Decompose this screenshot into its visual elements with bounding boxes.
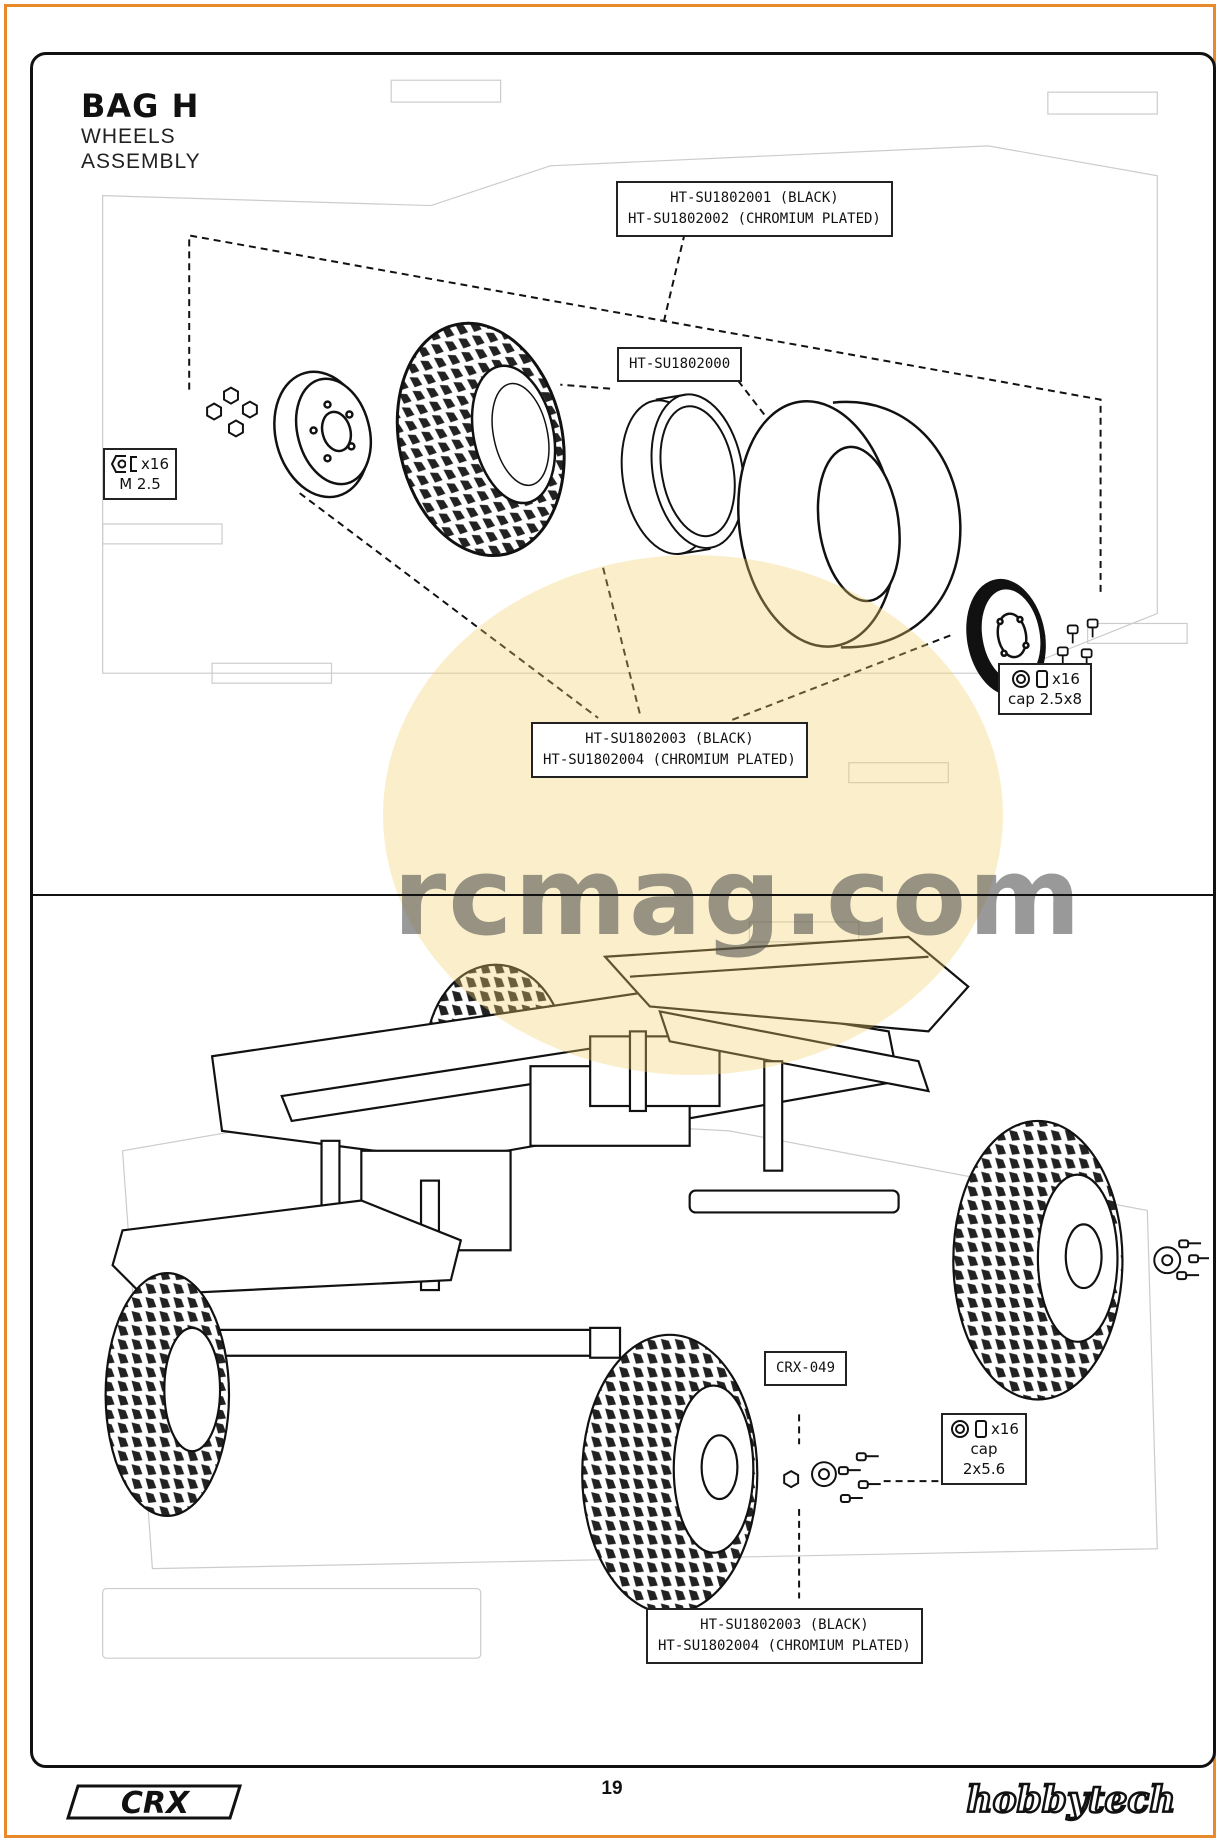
part-label-line: HT-SU1802002 (CHROMIUM PLATED) — [628, 211, 881, 227]
subtitle-line1: WHEELS — [81, 125, 176, 148]
screw-count: x16 — [991, 1420, 1019, 1438]
section-divider — [33, 894, 1213, 896]
foam-insert-drawing — [737, 400, 962, 649]
part-label-line: CRX-049 — [776, 1360, 836, 1376]
assembly-drawing — [102, 79, 1210, 1659]
part-label-line: HT-SU1802004 (CHROMIUM PLATED) — [658, 1638, 911, 1654]
tire-drawing — [395, 321, 566, 557]
inner-rim-drawing — [273, 370, 373, 499]
nut-icon — [111, 455, 127, 473]
screw-head-icon — [1012, 670, 1031, 688]
chassis-drawing — [104, 935, 1124, 1615]
nut-count: x16 — [141, 455, 169, 473]
part-label-line: HT-SU1802004 (CHROMIUM PLATED) — [543, 752, 796, 768]
screw-side-icon — [1036, 670, 1049, 688]
hub-screw-group — [783, 1239, 1210, 1503]
screw-head-icon — [951, 1420, 970, 1438]
ring-insert-drawing — [620, 393, 745, 556]
bottom-screw-quantity-box: x16 cap 2x5.6 — [941, 1413, 1027, 1485]
part-label-wheel: HT-SU1802001 (BLACK) HT-SU1802002 (CHROM… — [616, 181, 893, 237]
part-label-rims: HT-SU1802003 (BLACK) HT-SU1802004 (CHROM… — [531, 722, 808, 778]
svg-text:hobbytech: hobbytech — [966, 1779, 1175, 1821]
crx-logo: CRX — [65, 1784, 243, 1821]
screw-size: cap 2.5x8 — [1007, 690, 1082, 708]
page-number: 19 — [601, 1778, 623, 1799]
subtitle-line2: ASSEMBLY — [81, 150, 201, 173]
part-label-hub: CRX-049 — [764, 1351, 848, 1386]
screw-count: x16 — [1052, 670, 1080, 688]
part-label-line: HT-SU1802003 (BLACK) — [585, 731, 754, 747]
instruction-frame: rcmag.com BAG H WHEELS ASSEMBLY HT-SU180… — [30, 52, 1216, 1768]
nut-quantity-box: x16 M 2.5 — [103, 448, 177, 500]
screw-quantity-box: x16 cap 2.5x8 — [998, 663, 1092, 715]
svg-text:CRX: CRX — [121, 1786, 191, 1821]
part-label-line: HT-SU1802003 (BLACK) — [700, 1617, 869, 1633]
nut-group — [206, 386, 258, 438]
screw-side-icon — [975, 1420, 988, 1438]
part-label-line: HT-SU1802001 (BLACK) — [670, 190, 839, 206]
part-label-foam: HT-SU1802000 — [617, 347, 743, 382]
nut-side-icon — [130, 456, 138, 472]
nut-size: M 2.5 — [119, 475, 161, 493]
screw-size: cap 2x5.6 — [962, 1440, 1006, 1478]
part-label-rims-bottom: HT-SU1802003 (BLACK) HT-SU1802004 (CHROM… — [646, 1608, 923, 1664]
bag-label: BAG H — [81, 87, 200, 125]
hobbytech-logo: hobbytech — [965, 1778, 1177, 1823]
part-label-line: HT-SU1802000 — [629, 356, 731, 372]
section-title: BAG H WHEELS ASSEMBLY — [81, 88, 201, 174]
